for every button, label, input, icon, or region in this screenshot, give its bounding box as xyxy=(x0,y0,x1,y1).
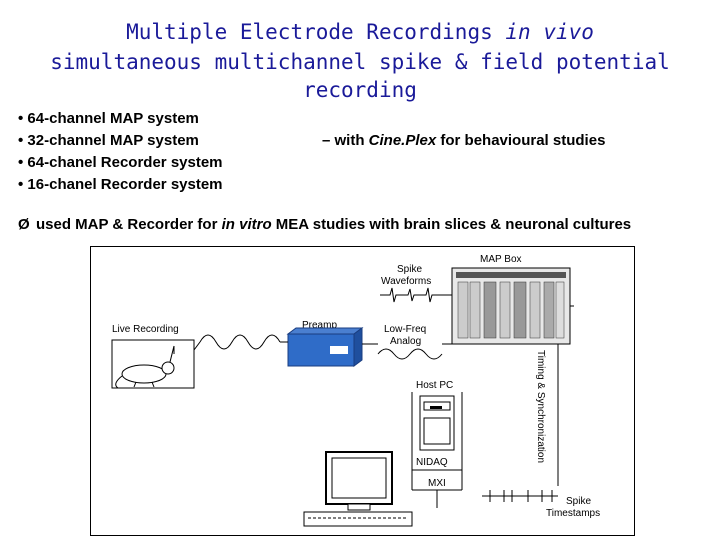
preamp-box-icon xyxy=(286,327,364,367)
spike-timestamps-label-1: Spike xyxy=(566,496,591,507)
used-suffix: MEA studies with brain slices & neuronal… xyxy=(271,216,632,233)
spike-timestamps-label-2: Timestamps xyxy=(546,508,600,519)
recording-setup-diagram: MAP Box Spike Waveforms Live Recording P… xyxy=(90,246,635,536)
spike-waveforms-label-1: Spike xyxy=(397,264,422,275)
bullet-item: • 16-chanel Recorder system xyxy=(18,176,223,193)
bullet-item: • 64-channel MAP system xyxy=(18,110,199,127)
arrow-bullet-icon: Ø xyxy=(18,216,30,233)
spike-waveforms-label-2: Waveforms xyxy=(381,276,431,287)
nidaq-label: NIDAQ xyxy=(416,457,448,468)
title-italic: in vivo xyxy=(505,20,594,44)
note-suffix: for behavioural studies xyxy=(436,132,606,149)
used-italic: in vitro xyxy=(221,216,272,233)
note-prefix: – with xyxy=(322,132,369,149)
map-box-rack-icon xyxy=(451,267,571,345)
bullet-item: • 64-chanel Recorder system xyxy=(18,154,223,171)
live-recording-label: Live Recording xyxy=(112,324,179,335)
analog-trace xyxy=(377,348,443,360)
timestamp-ticks xyxy=(489,490,553,502)
low-freq-label-1: Low-Freq xyxy=(384,324,426,335)
used-prefix: used MAP & Recorder for xyxy=(36,216,222,233)
preamp-label: Preamp xyxy=(302,320,337,331)
mxi-label: MXI xyxy=(428,478,446,489)
monitor-icon xyxy=(303,451,413,527)
title-main: Multiple Electrode Recordings xyxy=(126,20,493,44)
low-freq-label-2: Analog xyxy=(390,336,421,347)
connector-line xyxy=(193,341,201,351)
field-potential-trace xyxy=(199,334,281,350)
slide-title-line1: Multiple Electrode Recordings in vivo xyxy=(0,18,720,46)
cineplex-note: – with Cine.Plex for behavioural studies xyxy=(322,130,605,152)
note-italic: Cine.Plex xyxy=(368,132,437,149)
map-box-label: MAP Box xyxy=(480,254,522,265)
bullet-item: • 32-channel MAP system xyxy=(18,132,199,149)
timing-sync-label: Timing & Synchronization xyxy=(535,350,546,463)
slide-title-line2: simultaneous multichannel spike & field … xyxy=(50,50,670,102)
spike-waveform-trace xyxy=(380,287,442,303)
host-pc-label: Host PC xyxy=(416,380,453,391)
host-pc-tower-icon xyxy=(419,395,455,451)
system-bullet-list: • 64-channel MAP system • 32-channel MAP… xyxy=(18,108,223,196)
rat-icon xyxy=(115,345,175,389)
